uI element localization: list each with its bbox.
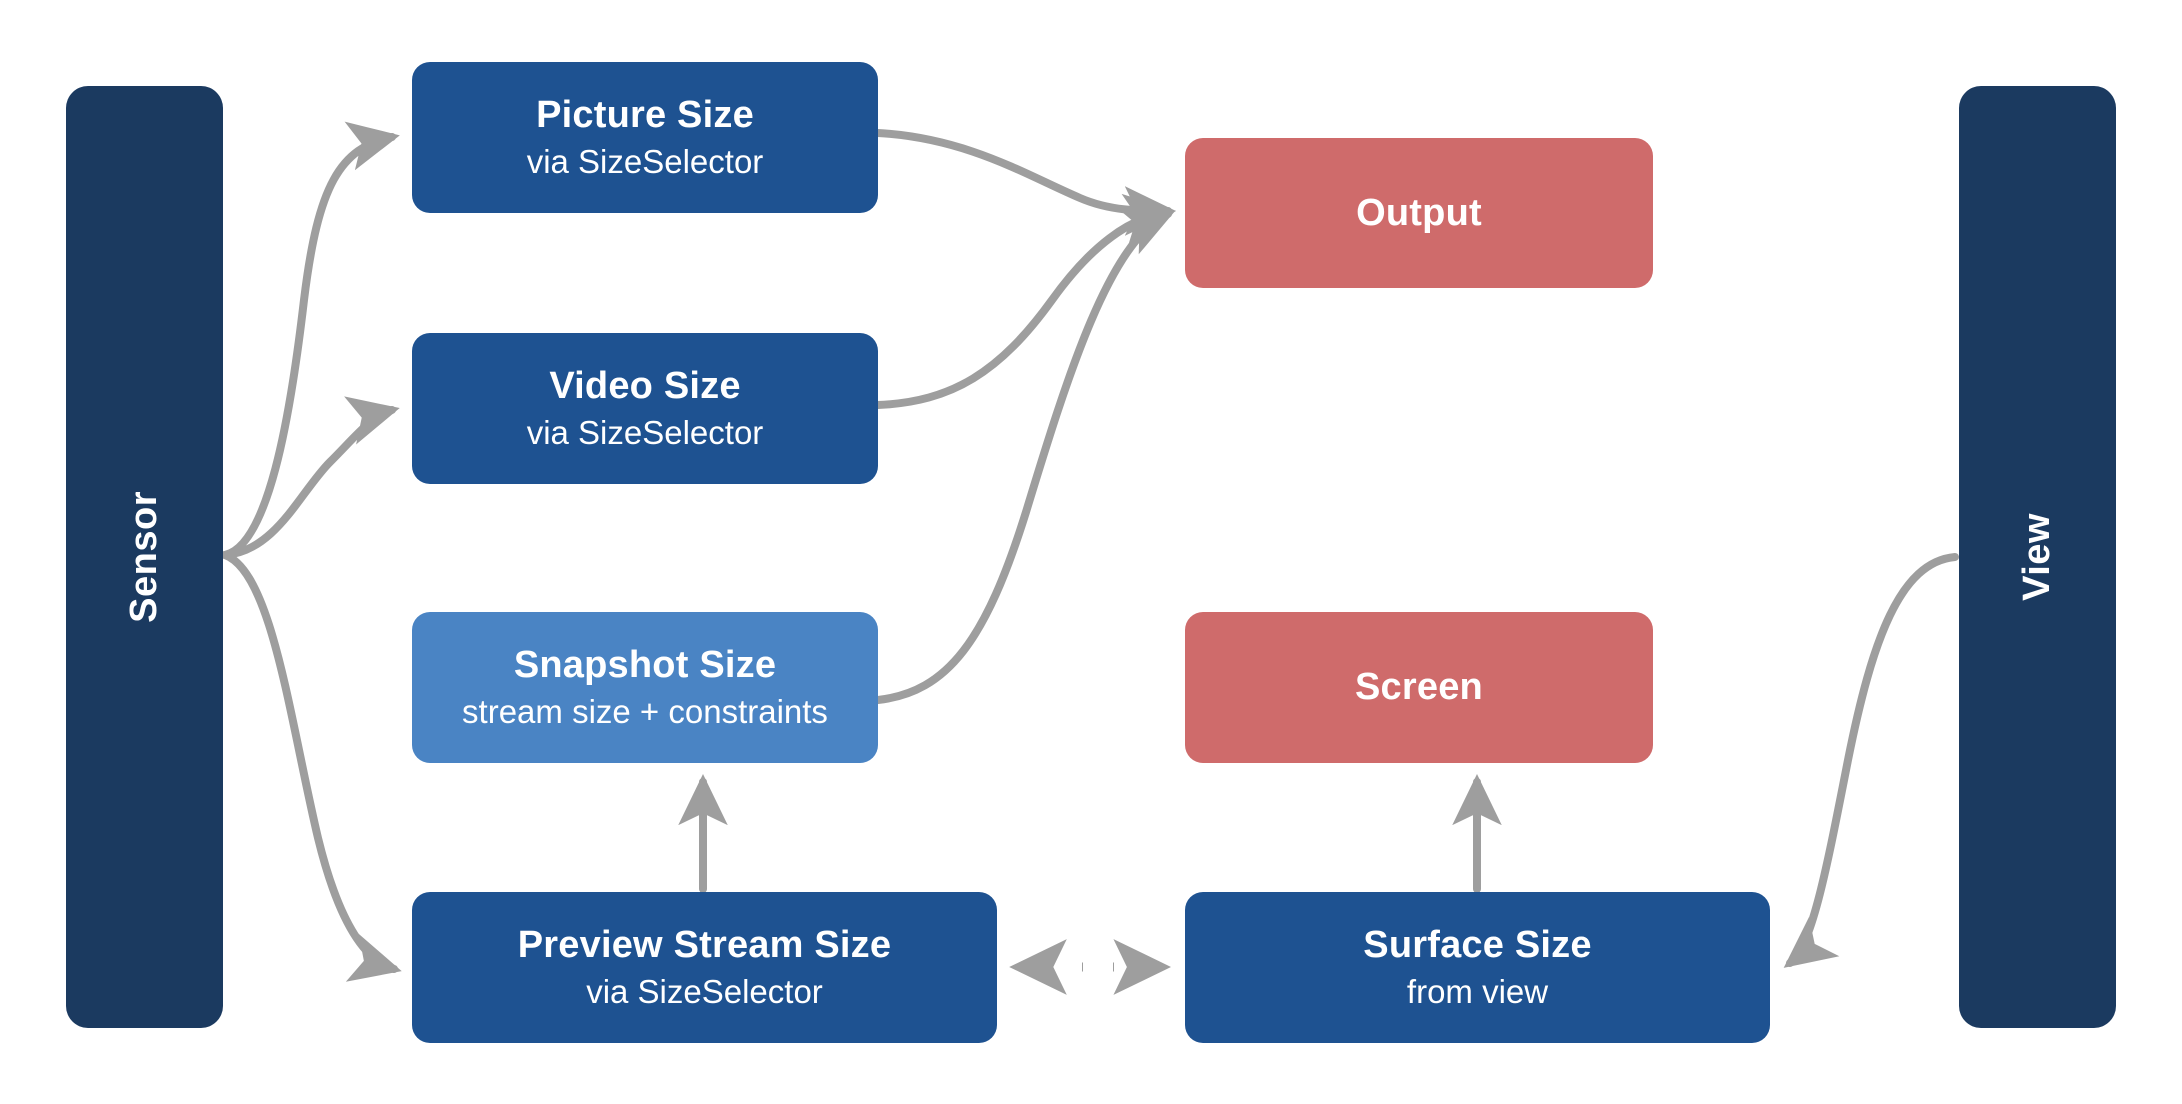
node-snapshot-size-subtitle: stream size + constraints — [462, 692, 828, 730]
node-picture-size-subtitle: via SizeSelector — [526, 142, 764, 180]
node-output[interactable]: Output — [1185, 138, 1653, 288]
node-video-size[interactable]: Video Size via SizeSelector — [412, 333, 878, 484]
node-snapshot-size[interactable]: Snapshot Size stream size + constraints — [412, 612, 878, 763]
node-surface-size[interactable]: Surface Size from view — [1185, 892, 1770, 1043]
edge-video-to-output — [874, 193, 1176, 409]
edge-sensor-to-video — [221, 396, 400, 559]
node-sensor-title: Sensor — [123, 491, 166, 623]
node-surface-size-title: Surface Size — [1363, 924, 1592, 967]
node-preview-stream-size-title: Preview Stream Size — [517, 924, 892, 967]
node-snapshot-size-title: Snapshot Size — [513, 644, 777, 687]
edge-sensor-to-preview — [221, 551, 402, 982]
node-video-size-title: Video Size — [549, 365, 741, 408]
edge-view-to-surface — [1783, 553, 1959, 968]
node-picture-size[interactable]: Picture Size via SizeSelector — [412, 62, 878, 213]
node-screen-title: Screen — [1355, 666, 1483, 709]
node-preview-stream-size-subtitle: via SizeSelector — [586, 972, 823, 1010]
node-video-size-subtitle: via SizeSelector — [526, 413, 764, 451]
node-view-title: View — [2016, 513, 2059, 601]
node-picture-size-title: Picture Size — [536, 94, 754, 137]
node-sensor[interactable]: Sensor — [66, 86, 223, 1028]
node-output-title: Output — [1356, 191, 1482, 234]
node-preview-stream-size[interactable]: Preview Stream Size via SizeSelector — [412, 892, 997, 1043]
edge-sensor-to-picture — [221, 121, 400, 559]
node-surface-size-subtitle: from view — [1406, 972, 1549, 1010]
node-screen[interactable]: Screen — [1185, 612, 1653, 763]
node-view[interactable]: View — [1959, 86, 2116, 1028]
edge-picture-to-output — [874, 129, 1176, 236]
edge-snapshot-to-output — [874, 209, 1176, 704]
